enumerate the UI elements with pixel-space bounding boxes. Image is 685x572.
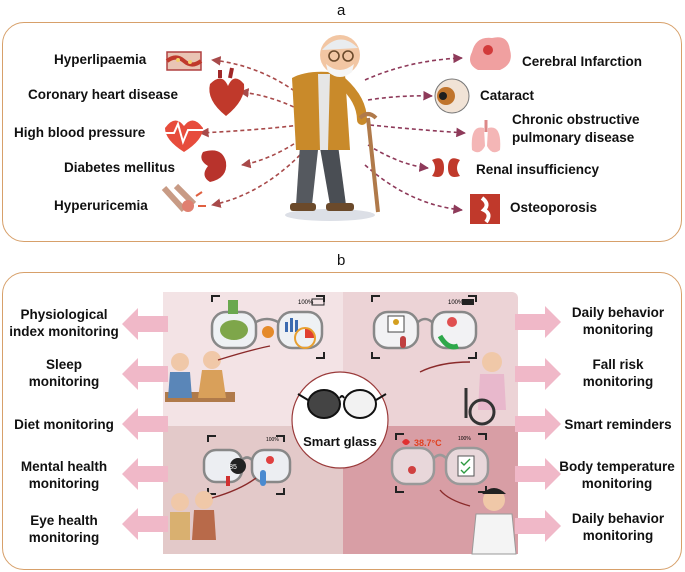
arrow-right-3: [515, 408, 561, 440]
left-function-3-line1: Diet monitoring: [14, 417, 114, 432]
arrow-cataract: [367, 90, 433, 101]
mental-glasses-icon: [202, 435, 292, 495]
left-function-1-line2: index monitoring: [9, 324, 119, 339]
left-function-4: Mental health monitoring: [4, 458, 124, 492]
label-renal-insufficiency: Renal insufficiency: [476, 162, 600, 177]
left-function-4-line1: Mental health: [20, 459, 108, 474]
arrow-left-1: [122, 308, 168, 340]
hyperlipaemia-icon: [165, 51, 203, 71]
left-function-2-line2: monitoring: [28, 374, 100, 389]
right-function-1-line2: monitoring: [582, 322, 654, 337]
eye-icon: [434, 78, 470, 114]
right-function-4-line2: monitoring: [581, 476, 653, 491]
right-function-1-line1: Daily behavior: [571, 305, 665, 320]
behavior-glasses-icon: [371, 295, 478, 359]
right-function-arrows: [515, 306, 561, 542]
label-cataract: Cataract: [480, 88, 535, 103]
arrow-cerebral: [364, 53, 463, 81]
left-function-2-line1: Sleep: [45, 357, 83, 372]
arrow-left-3: [122, 408, 168, 440]
right-function-2-line1: Fall risk: [592, 357, 644, 372]
right-function-2: Fall risk monitoring: [556, 356, 680, 390]
label-high-blood-pressure: High blood pressure: [14, 125, 146, 140]
arrow-left-5: [122, 508, 168, 540]
right-function-1: Daily behavior monitoring: [556, 304, 680, 338]
elderly-couple-standing-illustration: [170, 477, 257, 540]
arrow-blood-pressure: [199, 124, 301, 138]
arrow-hyperuricemia: [211, 154, 301, 208]
right-function-5-line2: monitoring: [582, 528, 654, 543]
kidney-icon: [201, 150, 227, 182]
right-function-3-line1: Smart reminders: [564, 417, 672, 432]
battery-readout-br: 100%: [458, 436, 471, 442]
smart-glass-label: Smart glass: [303, 434, 377, 449]
battery-readout-tr: 100%: [448, 300, 464, 306]
heartbeat-icon: [165, 120, 203, 152]
label-cerebral-infarction: Cerebral Infarction: [522, 54, 643, 69]
arrow-left-4: [122, 458, 168, 490]
left-function-5: Eye health monitoring: [4, 512, 124, 546]
kidneys-icon: [432, 158, 460, 177]
brain-icon: [470, 37, 511, 70]
lungs-icon: [471, 120, 501, 153]
doctor-illustration: [439, 488, 517, 555]
smart-glass-icon: [297, 389, 387, 419]
left-function-4-line2: monitoring: [28, 476, 100, 491]
label-osteoporosis: Osteoporosis: [510, 200, 598, 215]
right-function-4-line1: Body temperature: [559, 459, 675, 474]
arrow-hyperlipaemia: [211, 56, 301, 96]
panel-a-letter: a: [337, 2, 346, 19]
left-arrows: [199, 56, 301, 208]
elderly-man-illustration: [285, 35, 380, 221]
left-function-arrows: [122, 308, 168, 540]
wheelchair-elder-illustration: [419, 352, 506, 426]
arrow-coronary: [239, 88, 301, 111]
label-copd-line2: pulmonary disease: [512, 130, 635, 145]
arrow-diabetes: [241, 139, 301, 169]
left-function-1-line1: Physiological: [20, 307, 108, 322]
arrow-right-1: [515, 306, 561, 338]
osteoporosis-icon: [470, 194, 500, 224]
left-function-1: Physiological index monitoring: [4, 306, 124, 340]
arrow-copd: [369, 124, 466, 138]
heart-rate-readout: 85: [229, 464, 237, 471]
arrow-renal: [367, 144, 429, 172]
right-function-3: Smart reminders: [556, 416, 680, 433]
panel-b-letter: b: [337, 252, 346, 269]
right-function-5: Daily behavior monitoring: [556, 510, 680, 544]
diet-glasses-icon: [210, 295, 325, 359]
label-copd-line1: Chronic obstructive: [512, 112, 640, 127]
arrow-right-2: [515, 358, 561, 390]
left-function-5-line2: monitoring: [28, 530, 100, 545]
battery-readout-bl: 100%: [266, 437, 279, 443]
right-function-4: Body temperature monitoring: [552, 458, 682, 492]
left-function-2: Sleep monitoring: [4, 356, 124, 390]
label-coronary-heart-disease: Coronary heart disease: [28, 87, 179, 102]
label-hyperlipaemia: Hyperlipaemia: [54, 52, 147, 67]
arrow-right-5: [515, 510, 561, 542]
label-diabetes-mellitus: Diabetes mellitus: [64, 160, 176, 175]
left-function-5-line1: Eye health: [30, 513, 98, 528]
left-function-3: Diet monitoring: [4, 416, 124, 433]
elderly-couple-bench-illustration: [165, 345, 271, 402]
joint-icon: [161, 183, 206, 213]
arrow-left-2: [122, 358, 168, 390]
smart-glass-circle: [291, 371, 389, 469]
battery-readout-tl: 100%: [298, 300, 314, 306]
right-arrows: [364, 53, 466, 214]
temperature-glasses-icon: [390, 433, 490, 493]
label-hyperuricemia: Hyperuricemia: [54, 198, 148, 213]
temperature-readout: 38.7°C: [414, 438, 442, 448]
heart-icon: [209, 67, 245, 116]
arrow-right-4: [515, 458, 561, 490]
right-function-5-line1: Daily behavior: [571, 511, 665, 526]
arrow-osteoporosis: [364, 164, 463, 214]
right-function-2-line2: monitoring: [582, 374, 654, 389]
